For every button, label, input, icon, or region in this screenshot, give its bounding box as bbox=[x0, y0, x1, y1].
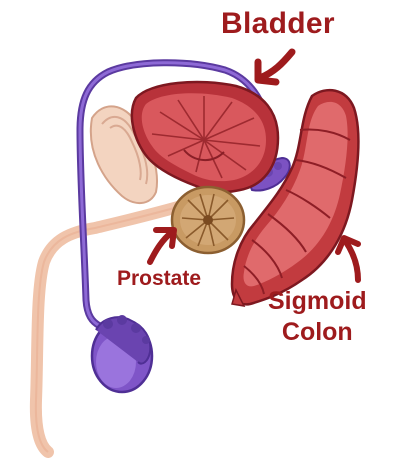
prostate bbox=[172, 187, 244, 253]
colon-arrow bbox=[338, 238, 358, 280]
testis bbox=[92, 315, 152, 392]
prostate-arrow bbox=[150, 230, 174, 262]
sigmoid-colon-label-line2: Colon bbox=[268, 317, 367, 348]
sigmoid-colon-label-line1: Sigmoid bbox=[268, 286, 367, 317]
sigmoid-colon-label: Sigmoid Colon bbox=[268, 286, 367, 349]
prostate-label: Prostate bbox=[117, 268, 201, 289]
bladder-label: Bladder bbox=[221, 9, 335, 39]
bladder-arrow bbox=[258, 52, 292, 82]
